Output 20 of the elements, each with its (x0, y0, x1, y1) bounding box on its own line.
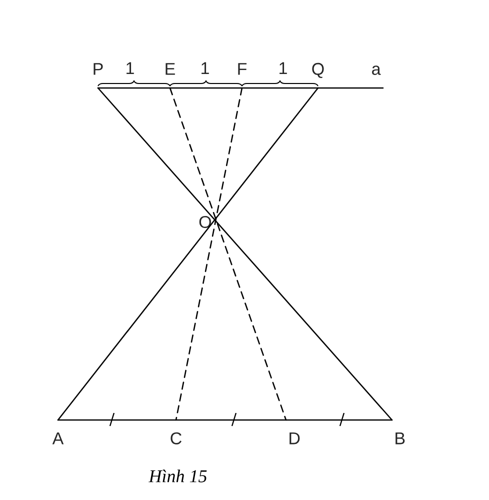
point-label: Q (312, 62, 324, 78)
dashed-line (169, 87, 287, 421)
line-segment (97, 87, 384, 89)
point-label: E (166, 63, 175, 75)
dashed-line (175, 87, 243, 421)
point-label: O (199, 216, 211, 228)
line-segment (97, 87, 393, 421)
length-label: 1 (126, 62, 134, 74)
point-label: F (238, 63, 247, 75)
caption: Hình 15 (148, 470, 207, 482)
line-segment (57, 87, 319, 421)
point-label: A (52, 432, 64, 444)
point-label: a (372, 66, 381, 75)
point-label: C (170, 432, 182, 444)
line-segment (57, 419, 393, 421)
point-label: P (94, 63, 103, 75)
point-label: B (396, 432, 405, 444)
length-label: 1 (202, 62, 209, 74)
point-label: D (290, 432, 300, 444)
length-label: 1 (280, 62, 287, 74)
